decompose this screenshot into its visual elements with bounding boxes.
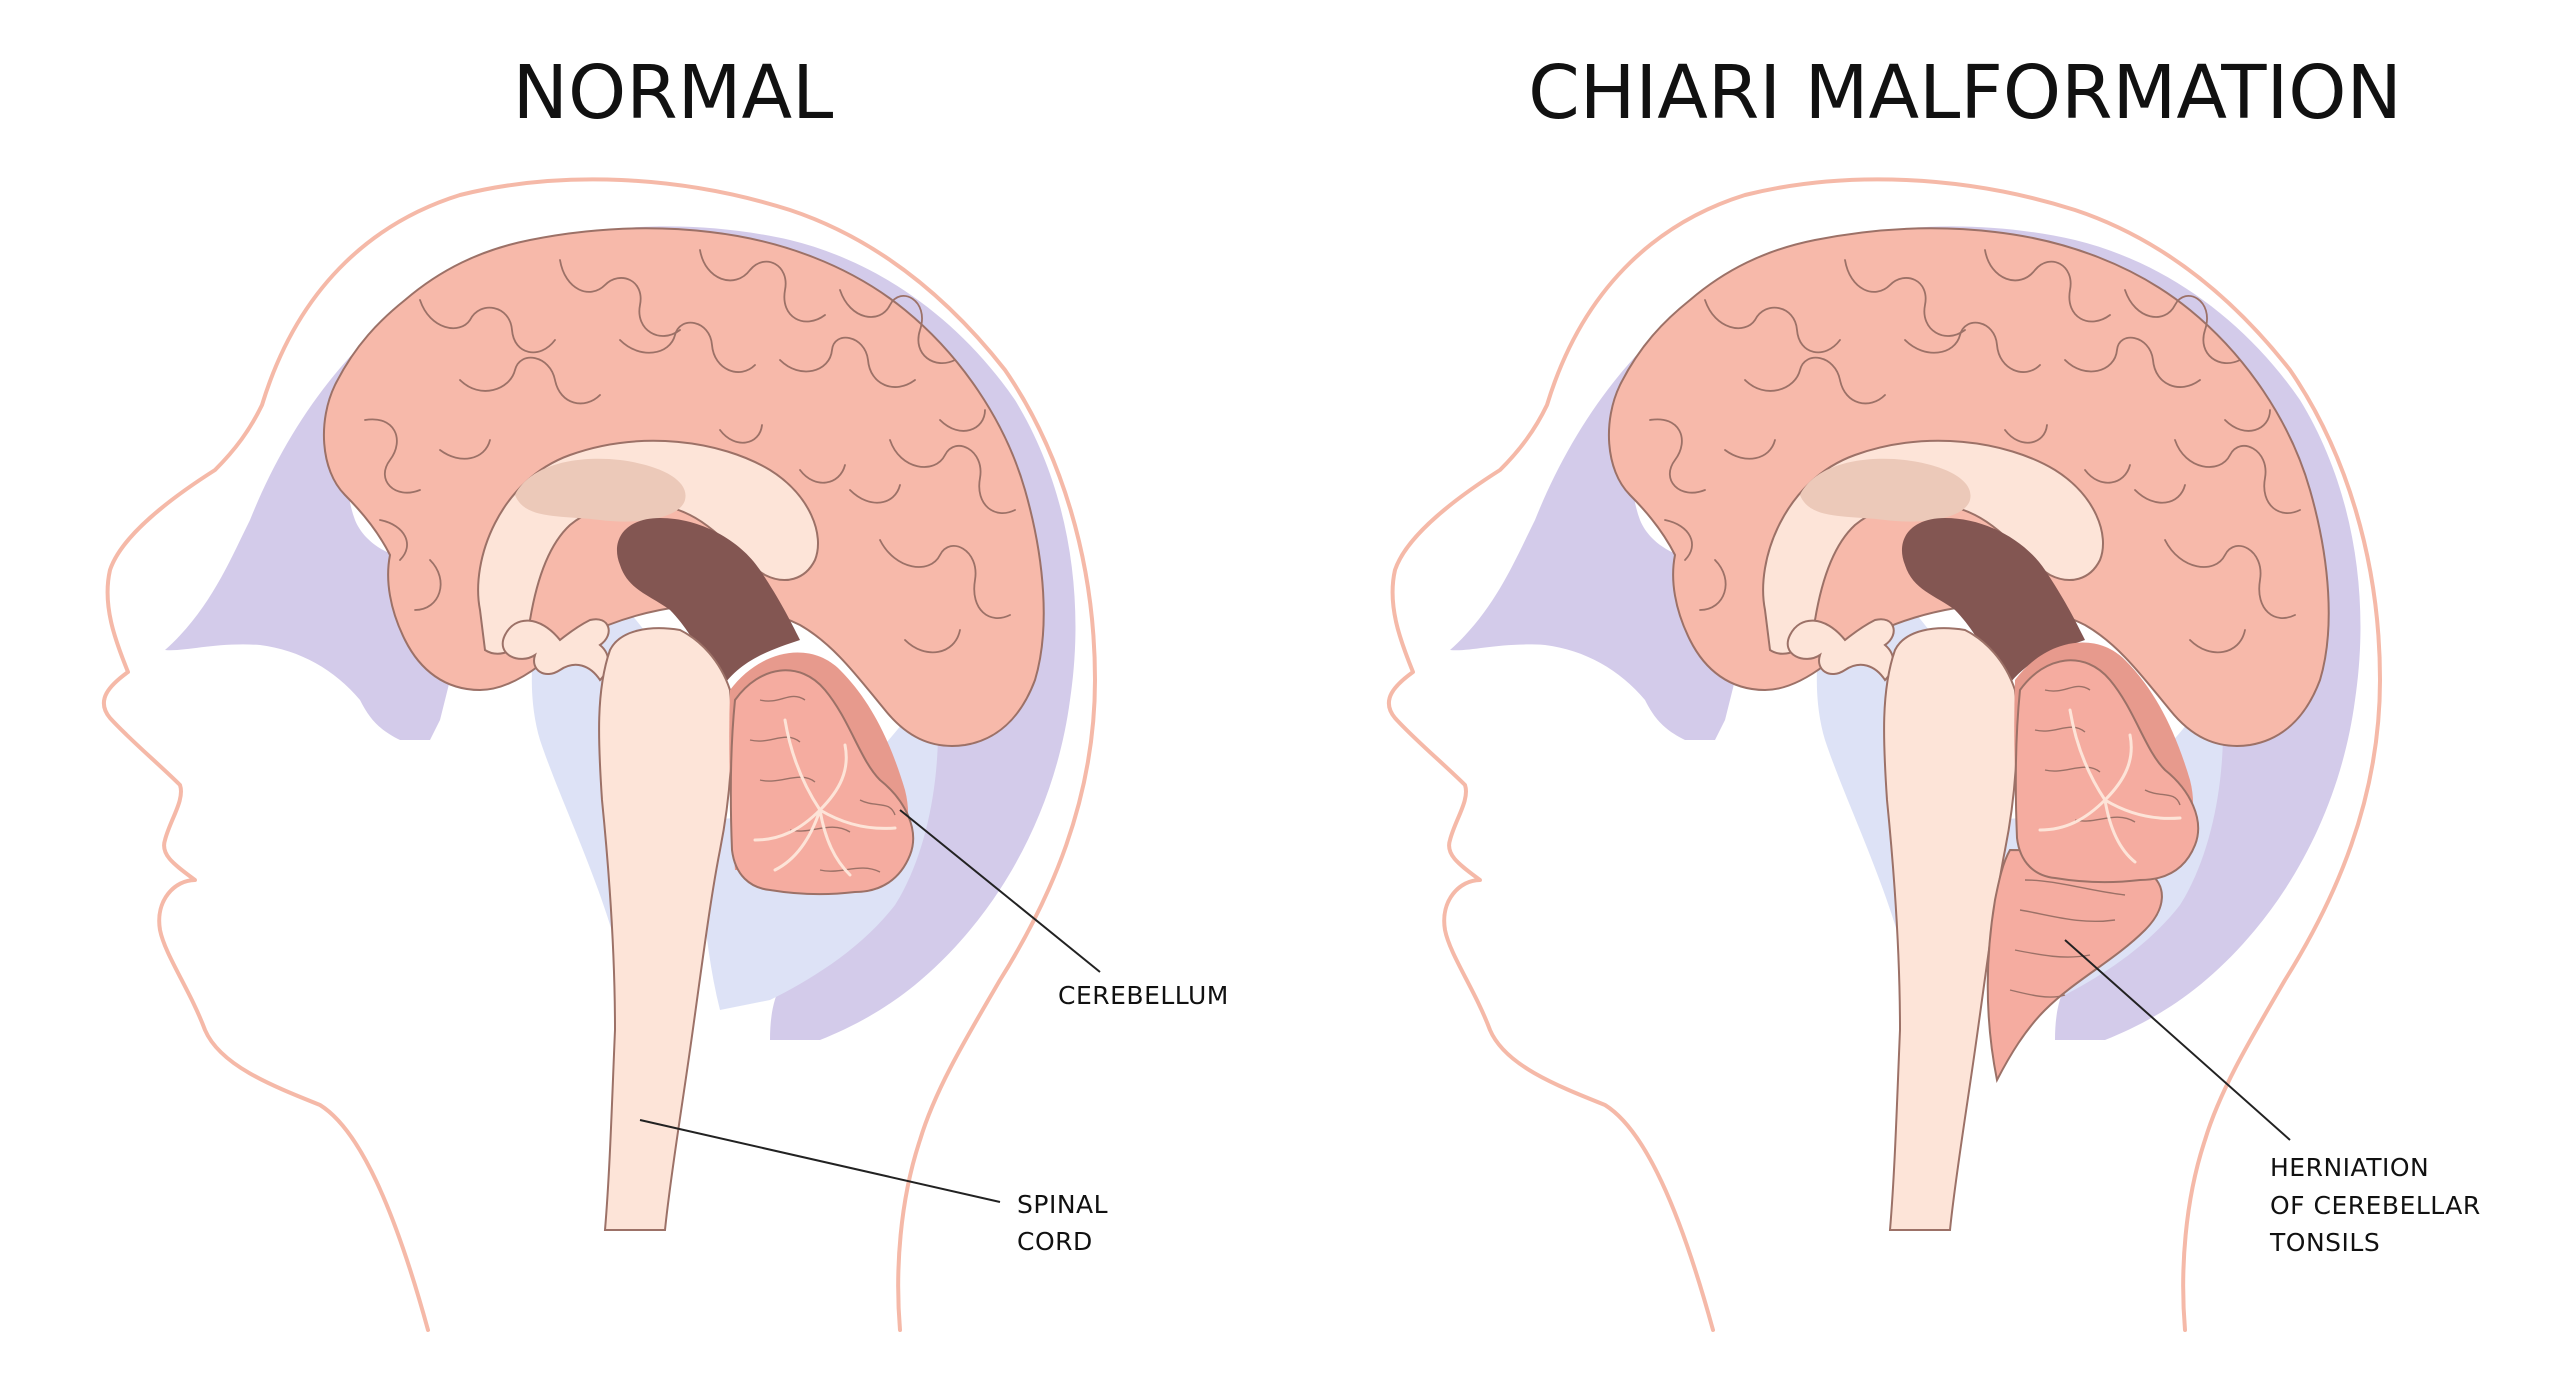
spinal-cord-label-line1: SPINAL <box>1017 1190 1108 1219</box>
panel-title-normal: NORMAL <box>513 50 834 136</box>
cerebellum-label: CEREBELLUM <box>1058 981 1229 1010</box>
chiari-panel: CHIARI MALFORMATION HERNIATION OF CEREBE… <box>1386 50 2481 1332</box>
chiari-head-illustration <box>1386 177 2382 1332</box>
spinal-cord-label-line2: CORD <box>1017 1227 1093 1256</box>
panel-title-chiari: CHIARI MALFORMATION <box>1528 50 2402 136</box>
spinal-cord-leader-line <box>639 1119 1001 1203</box>
normal-panel: NORMAL CEREBELLUM SPINAL CORD <box>101 50 1229 1332</box>
herniation-leader-line <box>2064 939 2291 1141</box>
herniation-label-line3: TONSILS <box>2269 1228 2380 1257</box>
herniation-label-line1: HERNIATION <box>2270 1153 2429 1182</box>
cerebellum-leader-line <box>899 809 1101 973</box>
normal-head-illustration <box>101 177 1098 1332</box>
herniation-label-line2: OF CEREBELLAR <box>2270 1191 2481 1220</box>
